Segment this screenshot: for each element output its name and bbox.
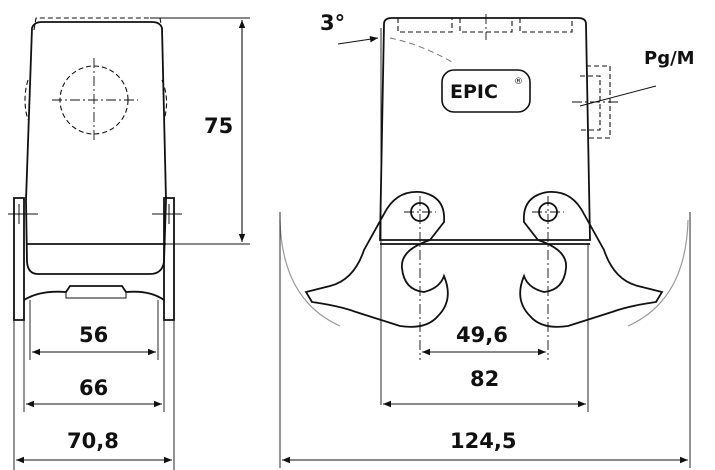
front-view: EPIC ® [279, 14, 689, 405]
front-view-dimensions: 3° Pg/M 49,6 82 124,5 [279, 11, 695, 468]
dim-angle-3: 3° [320, 11, 345, 35]
front-view-right-latch [519, 191, 664, 328]
epic-logo-badge [441, 69, 531, 113]
side-view [8, 17, 182, 321]
dim-width-70-8: 70,8 [67, 429, 119, 453]
side-view-left-bump [24, 79, 29, 121]
front-view-swing-arc-left [279, 219, 341, 327]
front-view-housing [379, 17, 591, 241]
front-view-swing-arc-right [627, 219, 689, 327]
epic-logo-text: EPIC [450, 81, 498, 103]
side-view-right-bump [161, 79, 168, 121]
dim-width-66: 66 [79, 376, 108, 400]
dim-width-82: 82 [470, 367, 499, 391]
dim-spacing-49-6: 49,6 [456, 323, 508, 347]
side-view-top-dashed [33, 17, 163, 31]
side-view-base [23, 285, 165, 301]
side-view-dimensions: 75 56 66 70,8 [13, 17, 250, 470]
label-pg-m: Pg/M [644, 48, 695, 69]
dim-width-56: 56 [79, 323, 108, 347]
side-view-housing [25, 21, 167, 275]
dim-width-124-5: 124,5 [450, 429, 516, 453]
epic-logo-registered: ® [514, 77, 523, 87]
front-view-left-latch [304, 191, 449, 328]
dim-height-75: 75 [204, 114, 233, 138]
